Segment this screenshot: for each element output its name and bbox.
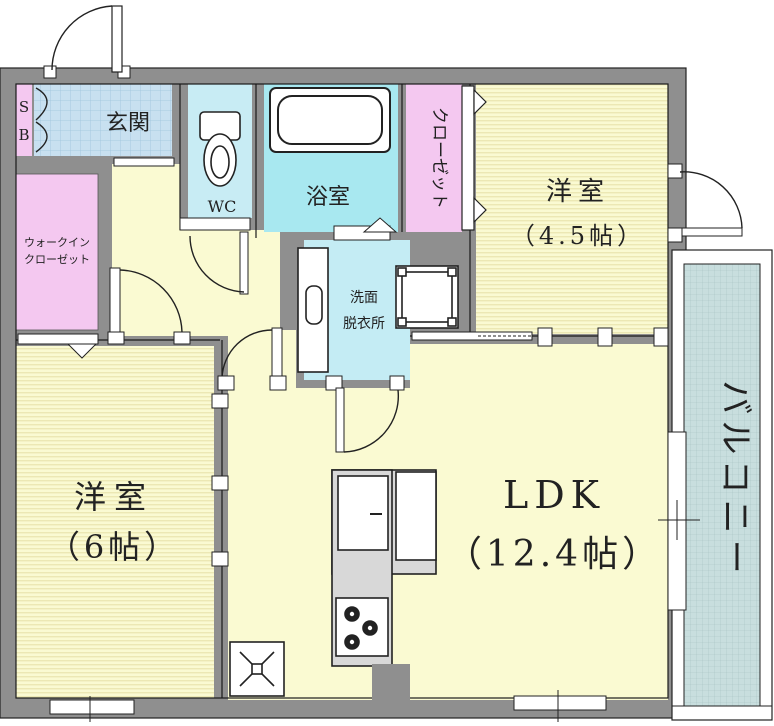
washing-machine-icon (395, 265, 459, 329)
balcony-label: バルコニー (715, 380, 755, 579)
western-large-name: 洋室 (74, 478, 154, 516)
sb-doors[interactable] (35, 87, 48, 153)
walkin-closet-room (15, 173, 99, 331)
entrance-area (34, 84, 172, 156)
wall-posts (211, 393, 229, 567)
washroom-door[interactable] (325, 375, 405, 453)
balcony-door[interactable] (667, 163, 743, 243)
entrance-door[interactable] (43, 5, 131, 79)
toilet-icon (199, 111, 241, 187)
stove-icon (335, 597, 389, 657)
walkin-closet-door[interactable] (17, 333, 99, 359)
western-large-size: （6帖） (48, 528, 180, 566)
closet-doors[interactable] (461, 85, 487, 231)
balcony (671, 249, 773, 721)
washroom-label-2: 脱衣所 (343, 316, 385, 332)
western-large-door[interactable] (107, 267, 191, 345)
ldk-size: （12.4帖） (446, 534, 662, 575)
bottom-window-left[interactable] (49, 696, 135, 722)
closet-label: クローゼット (429, 107, 449, 209)
walkin-closet-label-2: クローゼット (24, 253, 90, 266)
ldk-window[interactable] (658, 431, 700, 611)
ldk-room-right (410, 344, 668, 700)
ldk-name: LDK (503, 473, 605, 517)
bottom-window-right[interactable] (513, 690, 607, 722)
wc-door[interactable] (179, 217, 251, 295)
closet-room (406, 84, 462, 232)
ldk-hall-door[interactable] (217, 327, 287, 391)
western-small-name: 洋室 (546, 177, 610, 207)
washroom-label-1: 洗面 (350, 290, 378, 306)
sliding-partition[interactable] (411, 327, 669, 347)
sb-label-b: B (18, 126, 29, 144)
western-small-size: （4.5帖） (511, 222, 645, 250)
bath-vent-icon (362, 217, 398, 233)
sb-label-s: S (19, 98, 29, 116)
kitchen-pillar (372, 664, 410, 700)
step-divider (113, 157, 175, 167)
bath-label: 浴室 (306, 185, 350, 210)
washbasin-icon (297, 247, 329, 373)
western-room-small (476, 84, 668, 334)
hallway-mid (112, 230, 280, 336)
entrance-label: 玄関 (106, 111, 150, 136)
walkin-closet-label-1: ウォークイン (24, 236, 90, 249)
sb-room (16, 84, 32, 156)
bathtub-icon (269, 87, 391, 153)
fridge-space-icon (229, 641, 285, 697)
western-room-large (16, 346, 214, 698)
wc-label: WC (208, 197, 237, 216)
